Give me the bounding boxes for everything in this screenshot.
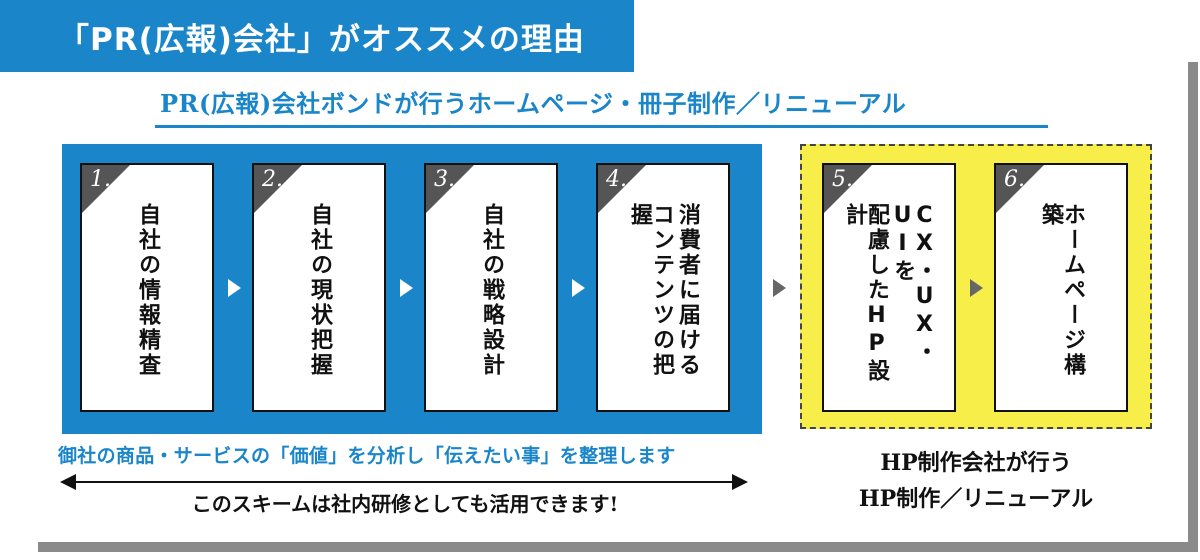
title-banner: 「PR(広報)会社」がオススメの理由 [0,0,634,72]
step-card-3: 3. 自社の戦略設計 [424,163,558,412]
step-label: 自社の戦略設計 [479,203,504,378]
step-number: 6. [1004,167,1025,192]
step-number-badge [82,165,132,215]
step-card-5: 5. CX・UX・UIを 配慮したHP設計 [822,163,956,412]
step-label-line-1: CX・UX・UIを [890,203,937,365]
step-number: 3. [434,167,455,192]
arrow-right-icon [732,474,748,490]
subtitle-underline [155,125,1048,128]
arrow-right-icon [228,279,241,297]
training-note: このスキームは社内研修としても活用できます! [140,488,670,517]
subtitle: PR(広報)会社ボンドが行うホームページ・冊子制作／リニューアル [160,89,907,118]
arrow-right-icon [773,279,786,297]
hp-company-caption-line-1: HP制作会社が行う [880,450,1072,476]
step-label-line-1: 消費者に届ける [675,203,700,378]
page-title: 「PR(広報)会社」がオススメの理由 [58,21,585,58]
step-label: 自社の情報精査 [135,203,160,378]
hp-company-caption: HP制作会社が行う HP制作／リニューアル [800,445,1152,517]
pr-company-description: 御社の商品・サービスの「価値」を分析し「伝えたい事」を整理します [58,445,676,467]
arrow-right-icon [400,279,413,297]
step-number-badge [426,165,476,215]
step-number: 2. [262,167,283,192]
arrow-right-icon [970,279,983,297]
step-number: 1. [90,167,111,192]
step-card-2: 2. 自社の現状把握 [252,163,386,412]
step-number: 5. [832,167,853,192]
step-number-badge [824,165,874,215]
step-card-6: 6. ホームページ構築 [994,163,1128,412]
step-number-badge [996,165,1046,215]
step-label-line-2: 配慮したHP設計 [842,203,889,384]
step-number: 4. [606,167,627,192]
arrow-left-icon [60,474,76,490]
step-label-line-2: コンテンツの把握 [627,203,674,378]
step-number-badge [598,165,648,215]
arrow-right-icon [572,279,585,297]
hp-company-caption-line-2: HP制作／リニューアル [858,486,1094,512]
step-label: ホームページ構築 [1038,203,1085,378]
step-number-badge [254,165,304,215]
step-card-4: 4. 消費者に届ける コンテンツの把握 [596,163,730,412]
step-label: 自社の現状把握 [307,203,332,378]
step-card-1: 1. 自社の情報精査 [80,163,214,412]
double-arrow-line [74,481,734,483]
